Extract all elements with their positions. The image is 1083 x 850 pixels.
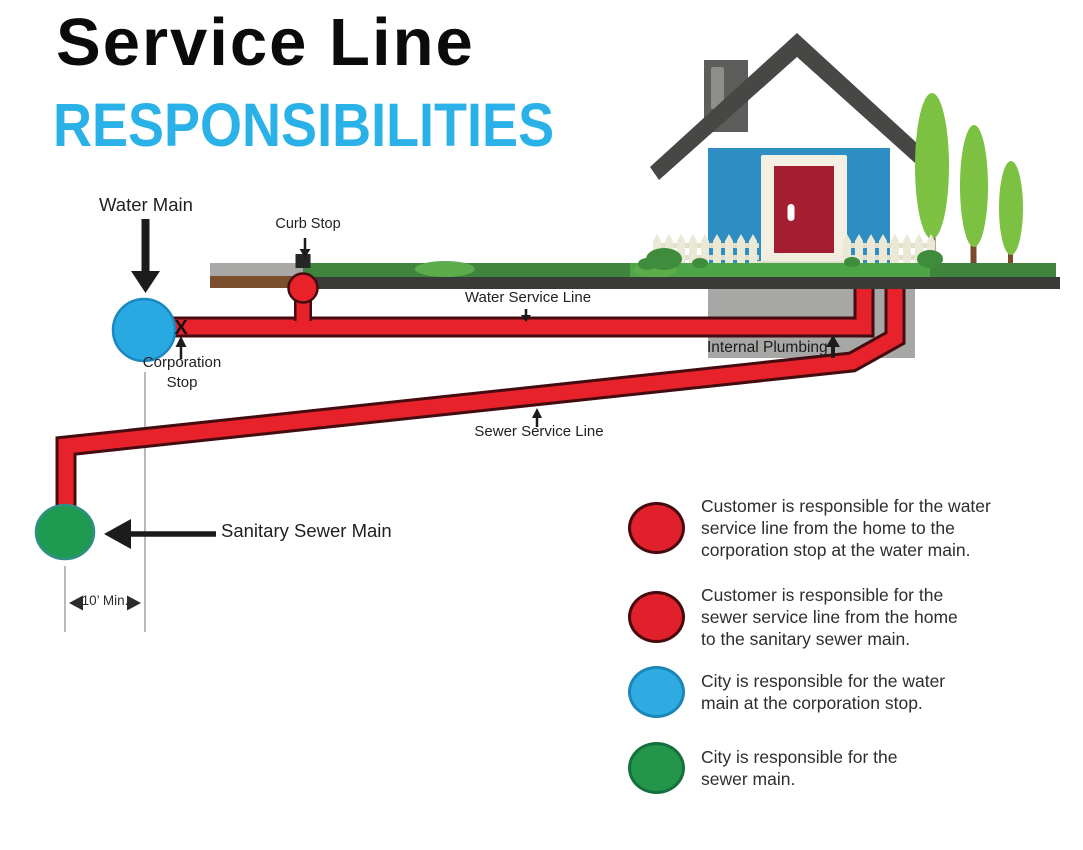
legend-swatch-blue-icon	[628, 666, 685, 718]
street-strip	[210, 263, 303, 288]
corporation-stop-arrow	[175, 336, 187, 359]
legend-item-customer-water: Customer is responsible for the water se…	[628, 495, 991, 561]
legend-line: corporation stop at the water main.	[701, 540, 971, 560]
corporation-stop-label: Corporation Stop	[143, 353, 221, 392]
poster-subtitle: RESPONSIBILITIES	[53, 91, 555, 160]
house-illustration	[650, 33, 943, 270]
door-handle-icon	[787, 204, 795, 221]
legend-text-city-sewer: City is responsible for the sewer main.	[701, 746, 897, 790]
legend-line: City is responsible for the	[701, 747, 898, 767]
corporation-stop-label-line2: Stop	[166, 373, 198, 391]
lawn-strip	[303, 261, 1060, 289]
legend-line: sewer service line from the home	[701, 607, 958, 627]
legend-line: main at the corporation stop.	[701, 693, 923, 713]
sewer-service-line-arrow	[532, 408, 542, 427]
min-distance-label: 10’ Min.	[81, 593, 129, 608]
front-door	[761, 155, 847, 268]
sewer-service-pipe	[55, 284, 906, 516]
legend-line: to the sanitary sewer main.	[701, 629, 911, 649]
sanitary-sewer-main-arrow	[104, 519, 216, 549]
water-service-pipe	[158, 284, 875, 338]
corporation-stop-label-line1: Corporation	[142, 354, 222, 371]
legend-item-customer-sewer: Customer is responsible for the sewer se…	[628, 584, 958, 650]
water-main-label: Water Main	[99, 194, 193, 215]
dimension-guides	[64, 372, 146, 632]
water-service-line-arrow	[521, 309, 531, 322]
sanitary-sewer-main-label: Sanitary Sewer Main	[221, 520, 392, 541]
bushes	[638, 248, 943, 270]
curb-stop-label: Curb Stop	[275, 216, 341, 232]
sewer-main-node	[34, 503, 96, 561]
legend-item-city-sewer: City is responsible for the sewer main.	[628, 742, 897, 794]
legend-text-customer-sewer: Customer is responsible for the sewer se…	[701, 584, 958, 650]
legend-swatch-red-sewer-icon	[628, 591, 685, 643]
curb-stop-valve	[287, 254, 319, 321]
legend-swatch-red-water-icon	[628, 502, 685, 554]
trees	[915, 93, 1023, 272]
internal-plumbing-label: Internal Plumbing	[707, 339, 828, 356]
sewer-service-line-label: Sewer Service Line	[474, 423, 604, 440]
legend-line: Customer is responsible for the	[701, 585, 944, 605]
legend-text-city-water: City is responsible for the water main a…	[701, 670, 945, 714]
poster-title: Service Line	[56, 5, 475, 80]
legend-line: service line from the home to the	[701, 518, 955, 538]
legend-line: sewer main.	[701, 769, 796, 789]
legend-swatch-green-icon	[628, 742, 685, 794]
curb-stop-arrow	[299, 238, 311, 258]
internal-plumbing-arrow	[826, 335, 840, 358]
sidewalk	[210, 263, 303, 276]
curb-soil	[210, 276, 303, 288]
picket-fence-left	[653, 234, 759, 266]
legend-line: Customer is responsible for the water	[701, 496, 991, 516]
tree-3	[999, 161, 1023, 272]
min-distance-arrowheads	[69, 595, 141, 611]
tree-2	[960, 125, 988, 270]
legend-item-city-water: City is responsible for the water main a…	[628, 666, 945, 718]
legend-line: City is responsible for the water	[701, 671, 946, 691]
corporation-stop-marker: X	[174, 317, 188, 339]
picket-fence-right	[843, 234, 935, 266]
water-main-node	[111, 297, 177, 363]
water-main-arrow	[131, 219, 160, 293]
water-service-line-label: Water Service Line	[464, 289, 592, 306]
curb-stop-cap	[295, 254, 311, 268]
legend-text-customer-water: Customer is responsible for the water se…	[701, 495, 991, 561]
